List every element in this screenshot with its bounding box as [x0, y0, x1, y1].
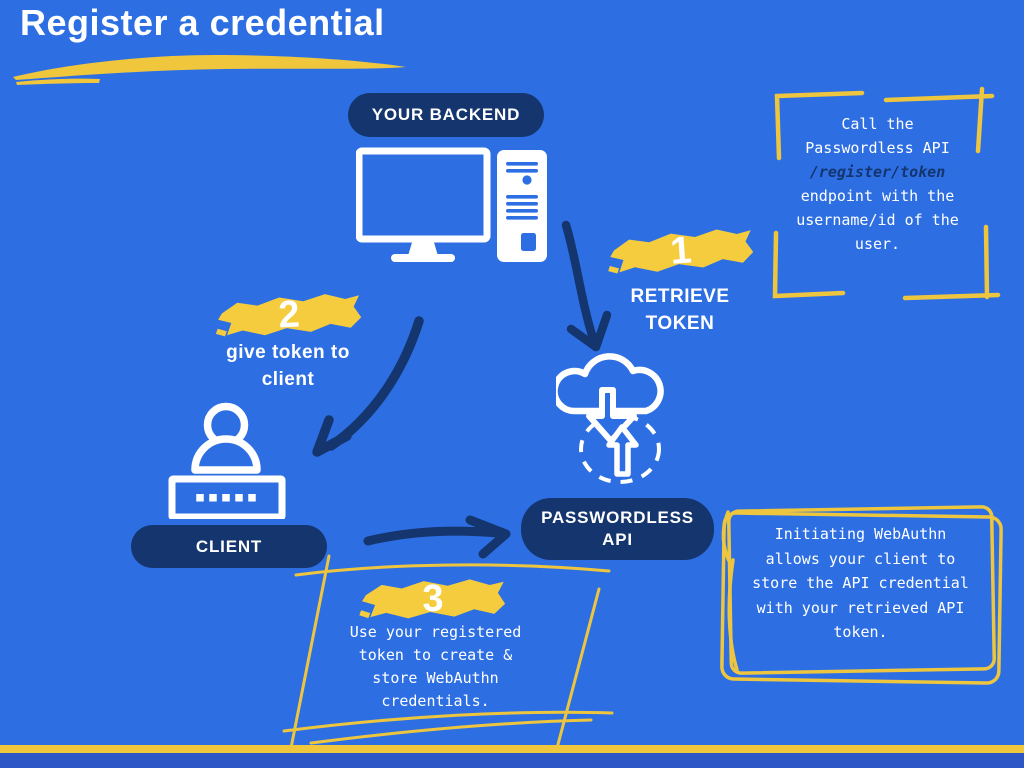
step2-label: give token to client	[226, 342, 350, 390]
note-register-token: Call the Passwordless API /register/toke…	[785, 112, 970, 256]
step3-brush-highlight	[359, 579, 506, 619]
step1-label: RETRIEVE TOKEN	[630, 286, 730, 334]
step2-number: 2	[277, 292, 301, 337]
step1-badge: 1	[605, 222, 758, 280]
title-underline-brush	[13, 55, 406, 85]
note1-text-before: Call the Passwordless API	[805, 115, 950, 157]
arrow-backend-to-cloud	[561, 220, 612, 352]
footer-yellow-bar	[0, 745, 1024, 753]
note1-text-after: endpoint with the username/id of the use…	[796, 187, 959, 253]
api-node-label: PASSWORDLESS API	[541, 508, 694, 549]
step2-badge: 2	[213, 287, 365, 343]
note2-text: Initiating WebAuthn allows your client t…	[752, 525, 969, 641]
cloud-transfer-icon	[556, 353, 664, 484]
step1-brush-highlight	[608, 229, 754, 274]
note1-endpoint-code: /register/token	[809, 163, 946, 181]
step3-label: Use your registered token to create & st…	[349, 623, 522, 710]
desktop-computer-icon	[356, 147, 547, 262]
backend-node-badge: YOUR BACKEND	[348, 93, 544, 137]
person-password-icon	[168, 402, 286, 519]
client-node-label: CLIENT	[195, 536, 263, 556]
arrow-client-to-api	[363, 515, 511, 559]
backend-node-label: YOUR BACKEND	[371, 105, 521, 124]
note-webauthn: Initiating WebAuthn allows your client t…	[750, 522, 971, 645]
step3-number: 3	[422, 577, 444, 620]
step2-brush-highlight	[215, 294, 362, 337]
client-node-badge: CLIENT	[131, 525, 327, 568]
step3-badge: 3	[358, 574, 509, 625]
api-node-badge: PASSWORDLESS API	[521, 498, 714, 560]
step1-number: 1	[668, 228, 693, 273]
footer-blue-stripe	[0, 753, 1024, 768]
page-title: Register a credential	[20, 2, 385, 43]
